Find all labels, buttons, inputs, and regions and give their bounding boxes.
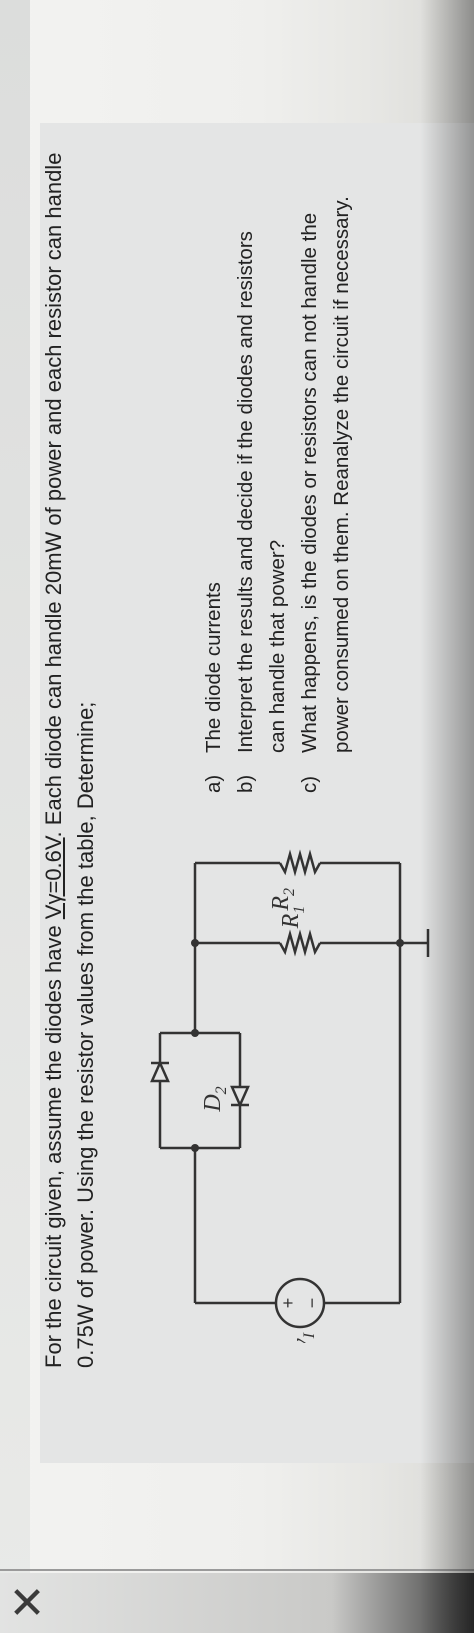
diode-d2 [230,1085,250,1109]
question-parts: a) The diode currents b) Interpret the res… [198,193,358,793]
problem-text-before: For the circuit given, assume the diodes… [41,919,66,1368]
left-sidebar: ✕ [0,1573,474,1633]
problem-statement: For the circuit given, assume the diodes… [38,88,102,1368]
part-label: a) [202,774,225,793]
r2-label: R2 [268,888,298,912]
source-label: vI [288,1332,318,1343]
resistor-r1 [278,929,322,957]
part-text: What happens, is the diodes or resistors… [298,196,353,753]
voltage-source [274,1277,326,1329]
part-text: The diode currents [202,582,225,753]
close-icon[interactable]: ✕ [8,1579,46,1628]
part-label: c) [298,775,321,793]
part-text: Interpret the results and decide if the … [234,231,289,753]
node-dot [396,939,404,947]
source-plus: + [278,1298,298,1309]
part-c: c) What happens, is the diodes or resisto… [294,193,358,793]
node-dot [191,1029,199,1037]
resistor-r2 [278,849,322,877]
r1-label: R1 [278,906,308,930]
diode-d1 [150,1059,170,1083]
d1-label: D1 [150,1074,154,1100]
page-top-bar [0,0,30,1633]
node-dot [191,1144,199,1152]
d2-label: D2 [200,1086,230,1112]
part-a: a) The diode currents [198,193,230,793]
shadow [420,0,474,1633]
source-minus: − [302,1298,322,1309]
divider [0,1569,474,1571]
node-dot [191,939,199,947]
diode-voltage: Vγ=0.6V [41,837,66,920]
circuit-diagram: vI D1 D2 R1 R2 + − [150,849,430,1343]
part-b: b) Interpret the results and decide if th… [230,193,294,793]
part-label: b) [234,774,257,793]
